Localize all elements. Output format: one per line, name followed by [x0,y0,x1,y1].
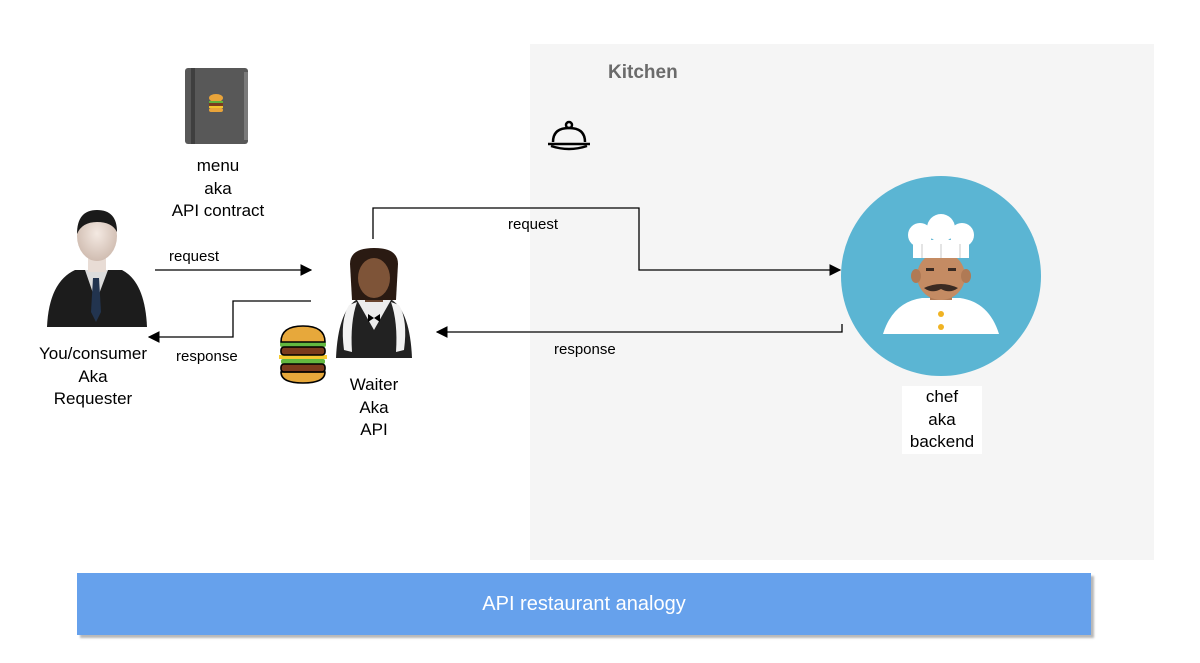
cloche-icon [548,120,590,151]
chef-icon [841,176,1041,376]
waiter-label: Waiter Aka API [349,375,399,439]
menu-book-icon [185,68,248,144]
kitchen-title: Kitchen [608,62,678,83]
chef-label: chef aka backend [902,386,982,454]
consumer-label: You/consumer Aka Requester [38,344,148,408]
title-banner: API restaurant analogy [77,573,1091,635]
chef-request-label: request [508,216,559,233]
burger-icon [279,325,327,384]
chef-response-label: response [554,341,616,358]
waiter-icon [336,248,412,358]
consumer-request-label: request [169,248,220,265]
kitchen-area [530,44,1154,560]
consumer-response-label: response [176,348,238,365]
consumer-response-arrow [147,300,311,343]
banner-title: API restaurant analogy [482,592,686,615]
menu-label: menu aka API contract [171,156,265,220]
chef-response-arrow [435,324,843,338]
consumer-person-icon [47,210,147,327]
chef-request-arrow [372,207,842,276]
